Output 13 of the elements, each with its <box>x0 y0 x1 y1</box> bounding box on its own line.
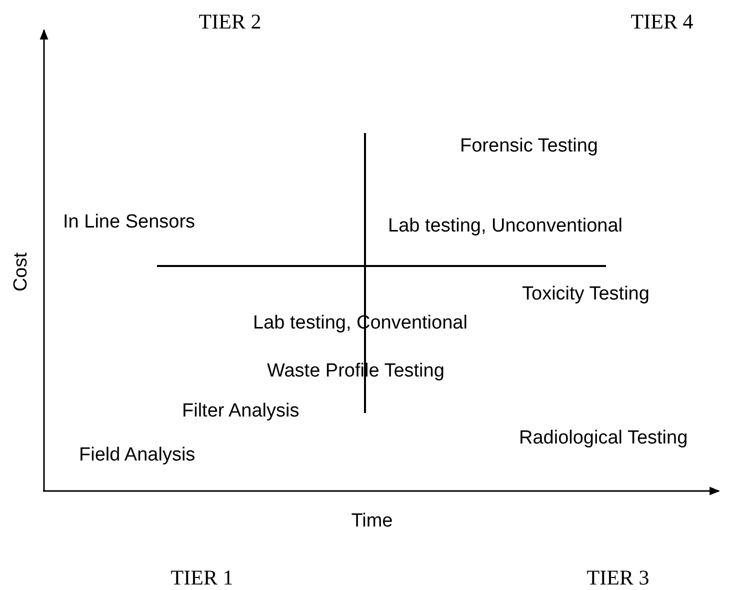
quadrant-item: Toxicity Testing <box>522 284 650 306</box>
tier-label: TIER 3 <box>586 566 650 590</box>
tier-label: TIER 1 <box>170 566 234 590</box>
tier-label: TIER 4 <box>630 10 694 34</box>
quadrant-item: Filter Analysis <box>182 402 300 422</box>
quadrant-item: Forensic Testing <box>460 136 598 158</box>
quadrant-item: Lab testing, Unconventional <box>388 216 622 238</box>
quadrant-item: Field Analysis <box>79 446 196 466</box>
quadrant-item: In Line Sensors <box>63 212 196 234</box>
axis-title: Cost <box>12 252 32 292</box>
tier-label: TIER 2 <box>198 10 262 34</box>
quadrant-item: Radiological Testing <box>519 428 688 450</box>
axis-title: Time <box>351 512 393 532</box>
